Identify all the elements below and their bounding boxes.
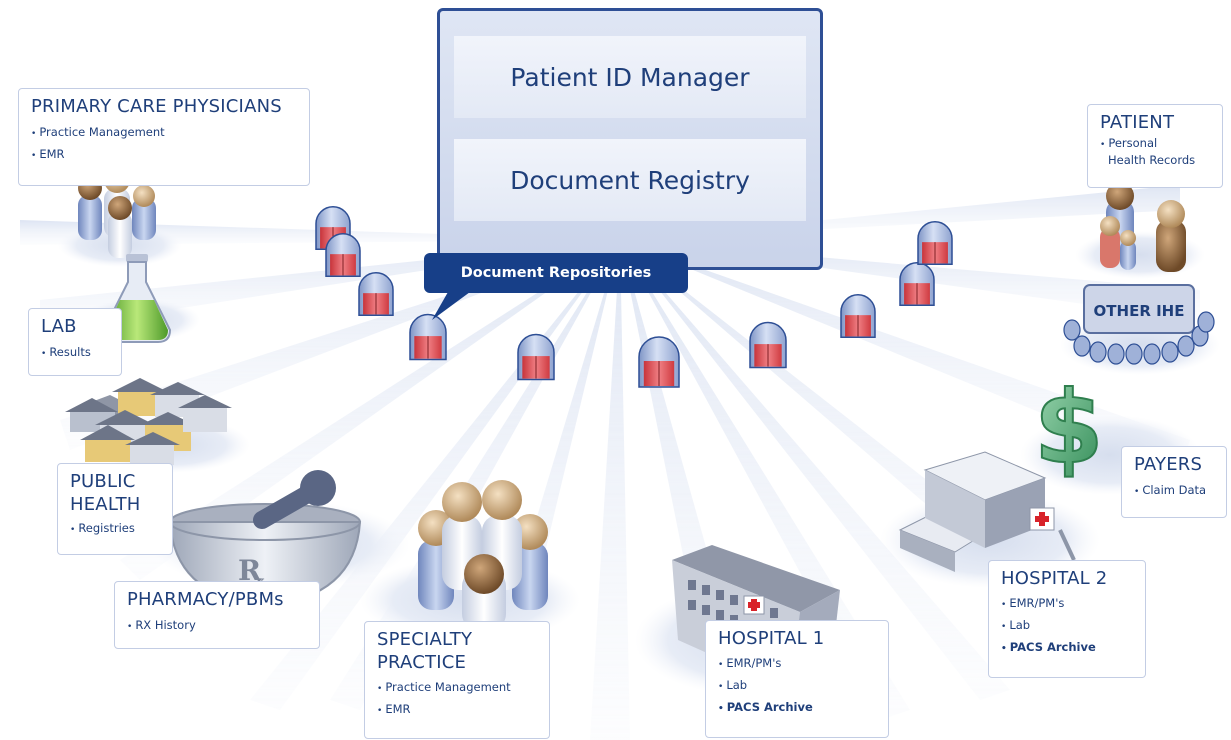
database-icon xyxy=(325,233,361,277)
database-icon xyxy=(917,221,953,265)
patient-id-manager-panel: Patient ID Manager xyxy=(454,36,806,118)
hospital-1-title: HOSPITAL 1 xyxy=(718,628,825,649)
hospital-2-item: PACS Archive xyxy=(1001,637,1135,659)
patient-family-icon xyxy=(1100,182,1186,272)
specialty-practice-item: Practice Management xyxy=(377,677,539,699)
primary-care-label: PRIMARY CARE PHYSICIANS Practice Managem… xyxy=(18,88,310,186)
pharmacy-item: RX History xyxy=(127,615,309,637)
hospital-1-item: PACS Archive xyxy=(718,697,878,719)
pharmacy-label: PHARMACY/PBMs RX History xyxy=(114,581,320,649)
hospital-2-label: HOSPITAL 2 EMR/PM's Lab PACS Archive xyxy=(988,560,1146,678)
patient-item: Health Records xyxy=(1108,153,1196,167)
primary-care-title: PRIMARY CARE PHYSICIANS xyxy=(31,96,282,117)
document-repositories-callout: Document Repositories xyxy=(424,253,688,293)
public-health-item: Registries xyxy=(70,518,162,540)
specialty-practice-title: SPECIALTY PRACTICE xyxy=(377,629,473,673)
database-icon xyxy=(840,294,876,338)
primary-care-item: EMR xyxy=(31,144,299,166)
patient-item: Personal xyxy=(1100,136,1212,153)
hospital-2-item: Lab xyxy=(1001,615,1135,637)
payers-title: PAYERS xyxy=(1134,454,1203,475)
callout-pointer xyxy=(432,292,470,320)
specialty-practice-label: SPECIALTY PRACTICE Practice Management E… xyxy=(364,621,550,739)
database-icon xyxy=(517,333,555,381)
payers-item: Claim Data xyxy=(1134,480,1216,502)
hospital-1-label: HOSPITAL 1 EMR/PM's Lab PACS Archive xyxy=(705,620,889,738)
database-icon xyxy=(749,321,787,369)
hospital-2-building-icon xyxy=(898,451,1076,572)
primary-care-item: Practice Management xyxy=(31,122,299,144)
other-ihe-label: OTHER IHE xyxy=(1094,302,1185,320)
specialty-practice-item: EMR xyxy=(377,699,539,721)
pharmacy-title: PHARMACY/PBMs xyxy=(127,589,284,610)
document-registry-panel: Document Registry xyxy=(454,139,806,221)
database-icon xyxy=(899,262,935,306)
specialty-people-icon xyxy=(418,480,548,630)
lab-item: Results xyxy=(41,342,111,364)
public-health-houses-icon xyxy=(65,378,232,465)
hospital-2-item: EMR/PM's xyxy=(1001,593,1135,615)
hospital-1-item: Lab xyxy=(718,675,878,697)
payers-label: PAYERS Claim Data xyxy=(1121,446,1227,518)
payers-dollar-sign-icon: $ xyxy=(1033,368,1105,487)
database-icon xyxy=(358,272,394,316)
dollar-glyph: $ xyxy=(1034,369,1104,486)
hospital-1-item: EMR/PM's xyxy=(718,653,878,675)
lab-label: LAB Results xyxy=(28,308,122,376)
hospital-2-title: HOSPITAL 2 xyxy=(1001,568,1108,589)
central-registry-server: Patient ID Manager Document Registry xyxy=(437,8,823,270)
other-ihe-network-icon xyxy=(1063,284,1215,365)
lab-title: LAB xyxy=(41,316,77,337)
database-icon xyxy=(409,313,447,361)
public-health-title: PUBLIC HEALTH xyxy=(70,471,141,515)
document-repositories xyxy=(315,206,953,388)
patient-title: PATIENT xyxy=(1100,112,1175,133)
database-icon xyxy=(638,336,680,388)
public-health-label: PUBLIC HEALTH Registries xyxy=(57,463,173,555)
patient-label: PATIENT Personal Health Records xyxy=(1087,104,1223,188)
